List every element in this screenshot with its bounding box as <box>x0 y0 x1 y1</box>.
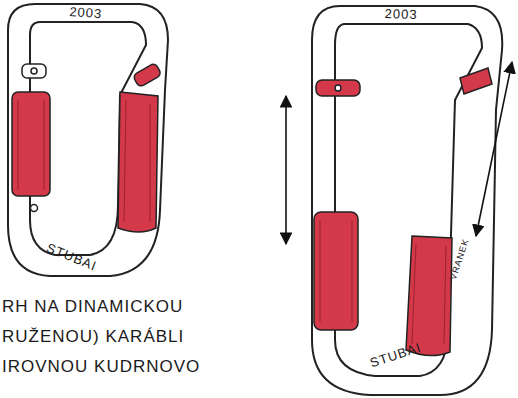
caption-note: RH NA DINAMICKOU RUŽENOU) KARÁBLI IROVNO… <box>2 292 267 382</box>
year-mark: 2003 <box>69 4 103 21</box>
year-mark: 2003 <box>384 6 417 22</box>
